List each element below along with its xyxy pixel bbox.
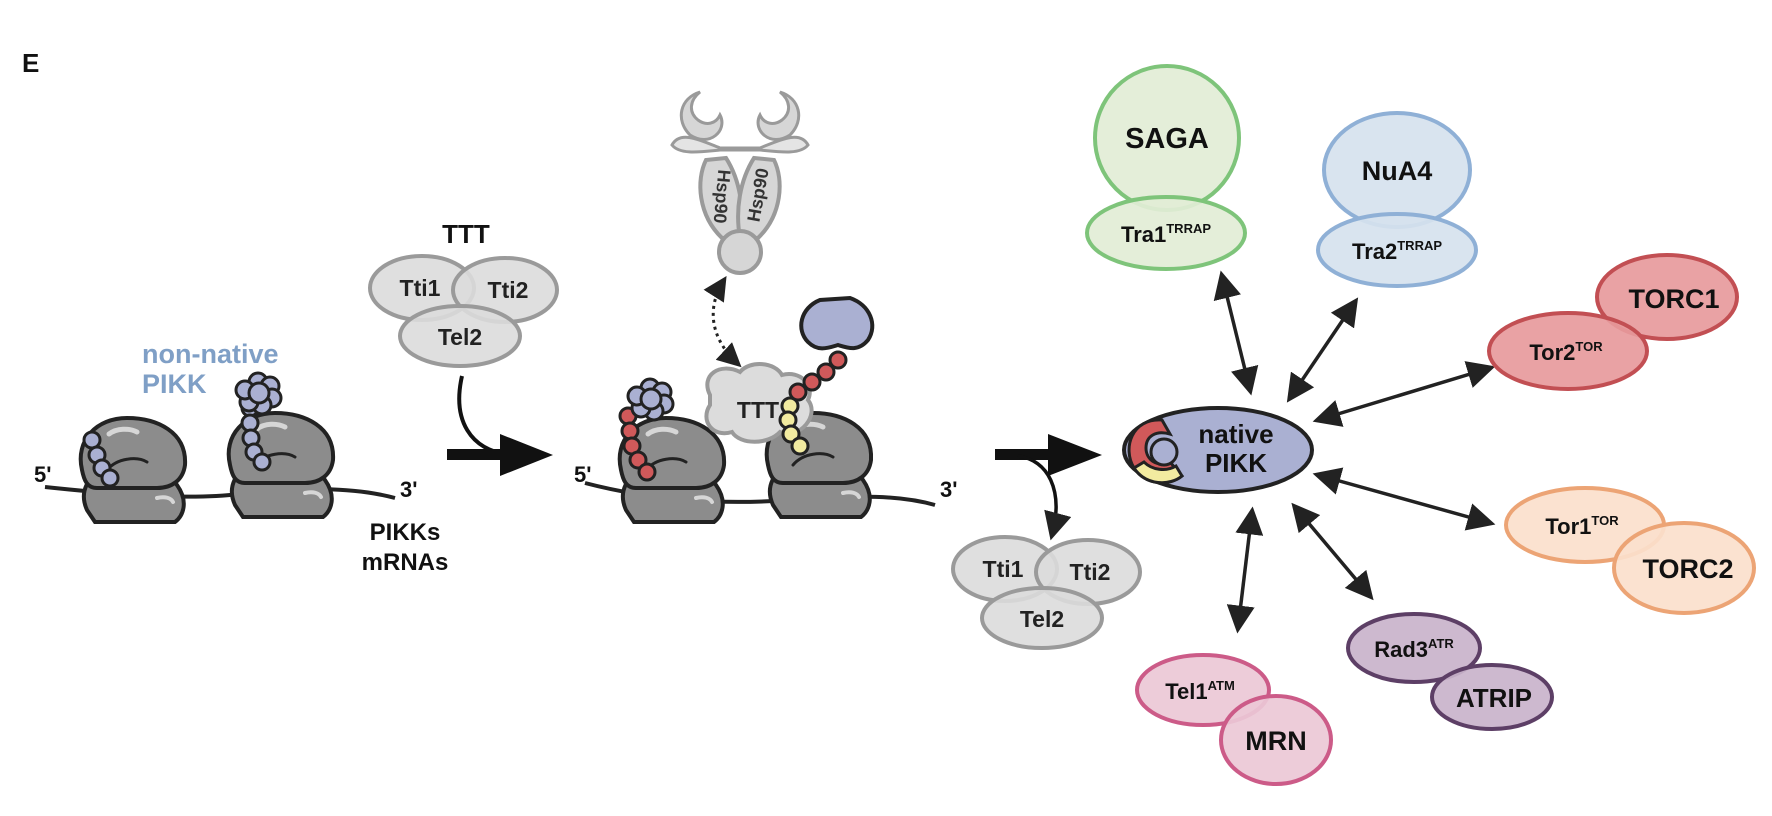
tor2-superscript: TOR: [1575, 339, 1603, 354]
nascent-chain-1: [82, 430, 120, 488]
nonnative-label-line1: non-native: [142, 339, 279, 369]
atrip-ellipse: [1430, 663, 1554, 731]
hsp90-ring: [670, 135, 810, 154]
tel2-ellipse: [398, 304, 522, 368]
tra1-superscript: TRRAP: [1166, 221, 1211, 236]
arrow-nua4: [1286, 297, 1359, 403]
arrow-mrn: [1226, 506, 1264, 634]
arrow-torc2: [1312, 467, 1496, 531]
native-pikk: native PIKK: [1122, 406, 1314, 494]
unfolded-pikk-cloud: [234, 371, 283, 416]
ttt-title: TTT: [442, 219, 490, 249]
tra2-ellipse: [1316, 212, 1478, 288]
ttt-release-arrow: [1017, 454, 1072, 541]
tel1-name: Tel1: [1165, 679, 1207, 704]
torc2-ellipse: [1612, 521, 1756, 615]
mrn-ellipse: [1219, 694, 1333, 786]
rad3-label: Rad3ATR: [1374, 636, 1454, 662]
tti1-label-released: Tti1: [983, 556, 1024, 582]
tra1-label: Tra1TRRAP: [1121, 221, 1211, 247]
ttt-complex-incoming: TTT Tti1 Tti2 Tel2: [368, 219, 559, 368]
big-arrow-1: [447, 434, 553, 476]
native-pikk-line1: native: [1198, 419, 1273, 449]
arrow-atrip: [1291, 502, 1374, 601]
atrip-label: ATRIP: [1456, 683, 1532, 713]
five-prime-label-middle: 5': [574, 462, 591, 487]
tel2-ellipse-released: [980, 586, 1104, 650]
left-mrna-group: 5' 3' non-native PIKK PIKKs mRNAs: [34, 339, 448, 576]
nascent-chain-4: [778, 350, 848, 456]
ttt-bound-label: TTT: [737, 397, 779, 423]
tel1-label: Tel1ATM: [1165, 678, 1235, 704]
tor1-label: Tor1TOR: [1545, 513, 1619, 539]
tti2-label: Tti2: [488, 277, 529, 303]
arrow-torc1: [1312, 361, 1496, 427]
hsp90-left-label: Hsp90: [710, 169, 735, 225]
interaction-arrows: [1213, 270, 1496, 634]
tel1-superscript: ATM: [1208, 678, 1235, 693]
nonnative-label-line2: PIKK: [142, 369, 207, 399]
tor1-name: Tor1: [1545, 514, 1591, 539]
tel2-label: Tel2: [438, 324, 482, 350]
tti1-label: Tti1: [400, 275, 441, 301]
arrow-saga: [1213, 270, 1259, 396]
mrn-complex: Tel1ATM MRN: [1135, 653, 1333, 786]
tor2-ellipse: [1487, 311, 1649, 391]
tel2-label-released: Tel2: [1020, 606, 1064, 632]
tra2-label: Tra2TRRAP: [1352, 238, 1442, 264]
tra2-superscript: TRRAP: [1397, 238, 1442, 253]
mrna-label-line1: PIKKs: [370, 519, 441, 546]
hsp90-ttt-dotted-arrow: [703, 275, 742, 368]
hsp90-lid-right: [756, 90, 801, 141]
tra1-name: Tra1: [1121, 222, 1166, 247]
saga-label: SAGA: [1125, 123, 1209, 155]
middle-mrna-group: 5' 3' TTT: [574, 295, 957, 522]
tor2-name: Tor2: [1529, 340, 1575, 365]
five-prime-label: 5': [34, 462, 51, 487]
rad3-superscript: ATR: [1428, 636, 1454, 651]
native-pikk-yellow-domain: [1131, 460, 1184, 485]
hsp90-lid-left: [679, 90, 724, 141]
hsp90-dimer: Hsp90 Hsp90: [670, 90, 810, 275]
nua4-complex: NuA4 Tra2TRRAP: [1316, 111, 1478, 288]
torc1-label: TORC1: [1628, 284, 1719, 314]
mrna-label-line2: mRNAs: [362, 549, 449, 576]
saga-complex: SAGA Tra1TRRAP: [1085, 64, 1247, 271]
tti2-label-released: Tti2: [1070, 559, 1111, 585]
folded-domain: [799, 295, 875, 351]
torc1-complex: TORC1 Tor2TOR: [1487, 253, 1739, 391]
panel-label: E: [22, 48, 39, 78]
rad3-name: Rad3: [1374, 637, 1428, 662]
mrn-label: MRN: [1245, 726, 1307, 756]
tor1-superscript: TOR: [1591, 513, 1619, 528]
three-prime-label-middle: 3': [940, 477, 957, 502]
nua4-label: NuA4: [1362, 156, 1433, 186]
ttt-complex-released: Tti1 Tti2 Tel2: [951, 535, 1142, 650]
folding-pikk-cloud: [626, 377, 675, 422]
torc2-label: TORC2: [1642, 554, 1733, 584]
hsp90-c-terminal: [717, 229, 763, 275]
rad3-ellipse: [1346, 612, 1482, 684]
torc2-complex: Tor1TOR TORC2: [1504, 486, 1756, 615]
tra2-name: Tra2: [1352, 239, 1397, 264]
native-pikk-line2: PIKK: [1205, 448, 1267, 478]
tra1-ellipse: [1085, 195, 1247, 271]
native-pikk-blue-domain: [1149, 437, 1179, 467]
tor2-label: Tor2TOR: [1529, 339, 1603, 365]
torc1-ellipse: [1595, 253, 1739, 341]
atrip-complex: Rad3ATR ATRIP: [1346, 612, 1554, 731]
three-prime-label: 3': [400, 477, 417, 502]
big-arrow-2: [995, 434, 1102, 476]
